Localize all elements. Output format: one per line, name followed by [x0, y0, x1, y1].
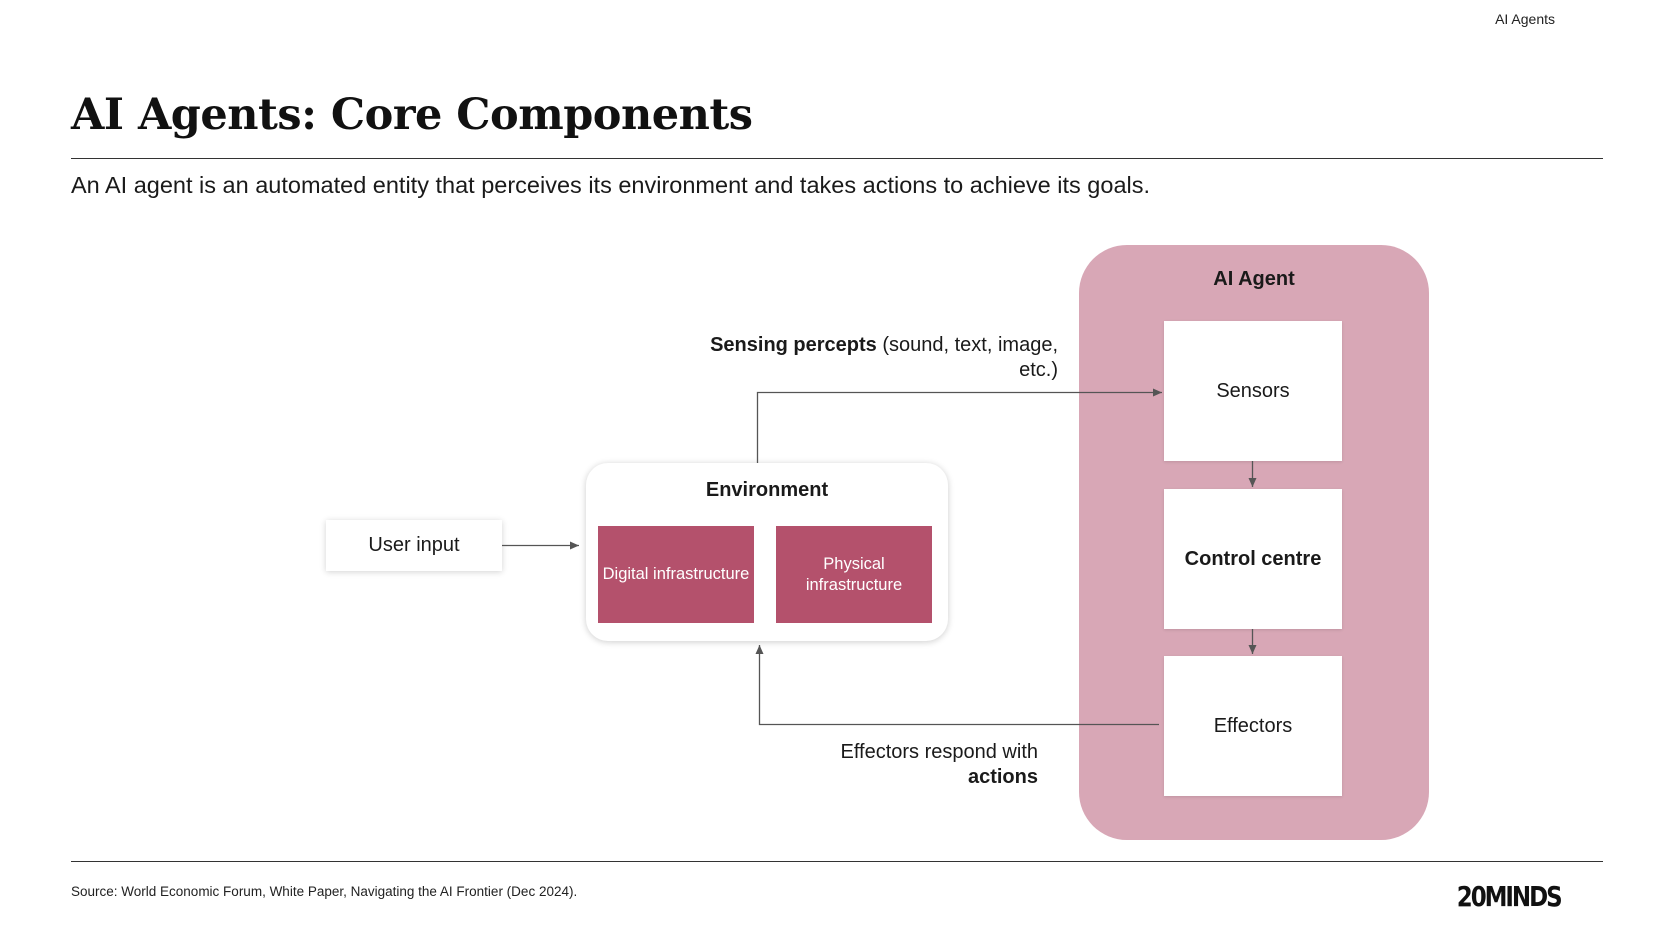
sensing-percepts-bold: Sensing percepts [710, 334, 877, 356]
sensors-box: Sensors [1164, 321, 1342, 461]
physical-infrastructure-box: Physical infrastructure [776, 526, 932, 623]
sensing-percepts-detail: (sound, text, image, etc.) [876, 334, 1058, 381]
title-divider [71, 158, 1603, 159]
digital-infrastructure-label: Digital infrastructure [602, 565, 750, 583]
effectors-actions-prefix: Effectors respond with [840, 741, 1038, 763]
effectors-actions-label: Effectors respond with actions [700, 740, 1038, 790]
user-input-label: User input [368, 534, 460, 556]
page-title: AI Agents: Core Components [71, 90, 753, 140]
physical-infrastructure-label: Physical infrastructure [805, 554, 903, 594]
section-tag: AI Agents [1495, 11, 1555, 27]
effectors-box: Effectors [1164, 656, 1342, 796]
control-centre-label: Control centre [1184, 547, 1322, 570]
effectors-action-arrow [755, 645, 1159, 726]
control-centre-box: Control centre [1164, 489, 1342, 629]
environment-title: Environment [705, 479, 829, 501]
footer-divider [71, 861, 1603, 862]
user-input-box: User input [326, 520, 502, 571]
page-subtitle: An AI agent is an automated entity that … [71, 172, 1151, 198]
effectors-label: Effectors [1213, 714, 1293, 737]
source-note: Source: World Economic Forum, White Pape… [71, 884, 578, 899]
sensing-arrow [756, 388, 1162, 463]
sensing-percepts-label: Sensing percepts (sound, text, image, et… [700, 333, 1058, 383]
sensors-label: Sensors [1216, 379, 1290, 402]
effectors-actions-bold: actions [967, 766, 1038, 788]
digital-infrastructure-box: Digital infrastructure [598, 526, 754, 623]
brand-logo: 20MINDS [1457, 880, 1563, 913]
ai-agent-title: AI Agent [1213, 268, 1295, 290]
